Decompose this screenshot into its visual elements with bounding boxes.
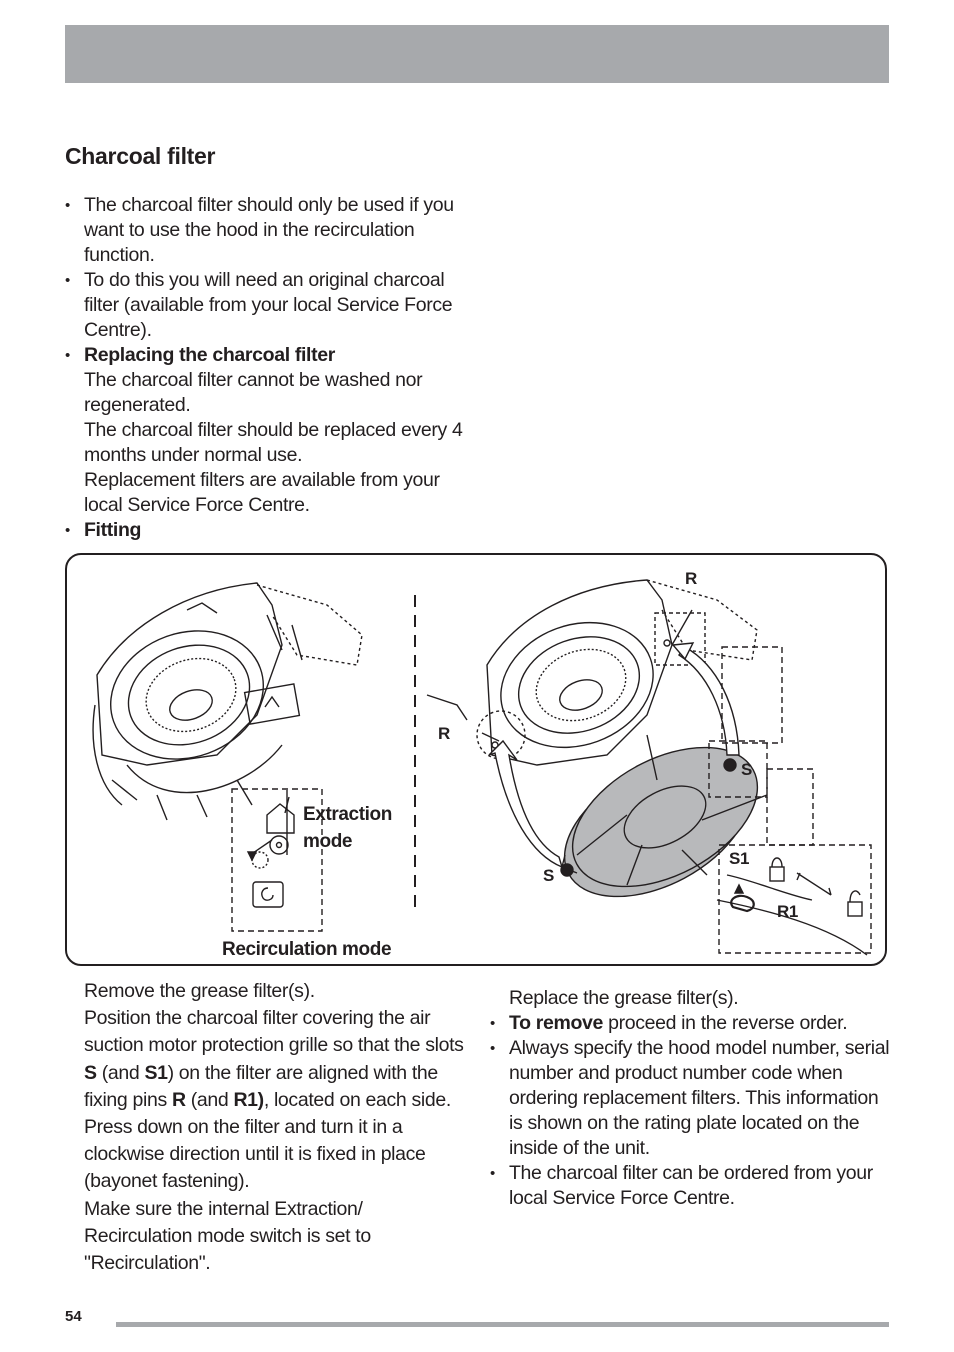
callout-r1: R1 bbox=[777, 902, 798, 921]
list-item: Always specify the hood model number, se… bbox=[490, 1036, 890, 1161]
fitting-illustration: Extraction mode Recirculation mode R R S… bbox=[65, 553, 887, 966]
list-item: To do this you will need an original cha… bbox=[65, 268, 485, 343]
extraction-mode-label: Extraction mode bbox=[303, 804, 392, 852]
replacing-heading: Replacing the charcoal filter bbox=[84, 344, 336, 366]
list-item: To remove proceed in the reverse order. bbox=[490, 1011, 890, 1036]
callout-s-right: S bbox=[741, 760, 752, 779]
list-item: The charcoal filter can be ordered from … bbox=[490, 1161, 890, 1211]
callout-s-left: S bbox=[543, 866, 554, 885]
list-item: The charcoal filter should only be used … bbox=[65, 193, 485, 268]
section-title: Charcoal filter bbox=[65, 143, 216, 169]
list-item-replacing: Replacing the charcoal filter The charco… bbox=[65, 343, 485, 518]
page-number: 54 bbox=[65, 1308, 82, 1325]
recirculation-mode-label: Recirculation mode bbox=[222, 939, 392, 960]
callout-s1: S1 bbox=[729, 849, 749, 868]
header-band bbox=[65, 25, 889, 83]
callout-r-left: R bbox=[438, 724, 450, 743]
fitting-instructions: Remove the grease filter(s). Position th… bbox=[84, 980, 464, 1275]
fitting-heading: Fitting bbox=[84, 519, 142, 541]
list-item-fitting: Fitting bbox=[65, 518, 485, 543]
fitting-drawing bbox=[92, 579, 872, 956]
removal-notes: Replace the grease filter(s). To remove … bbox=[490, 986, 890, 1211]
replace-grease-line: Replace the grease filter(s). bbox=[509, 987, 739, 1009]
hood-motor-left bbox=[92, 582, 363, 932]
intro-list: The charcoal filter should only be used … bbox=[65, 193, 485, 543]
hood-motor-right bbox=[426, 579, 872, 956]
callout-r-top: R bbox=[685, 569, 697, 588]
footer-rule bbox=[116, 1322, 889, 1327]
